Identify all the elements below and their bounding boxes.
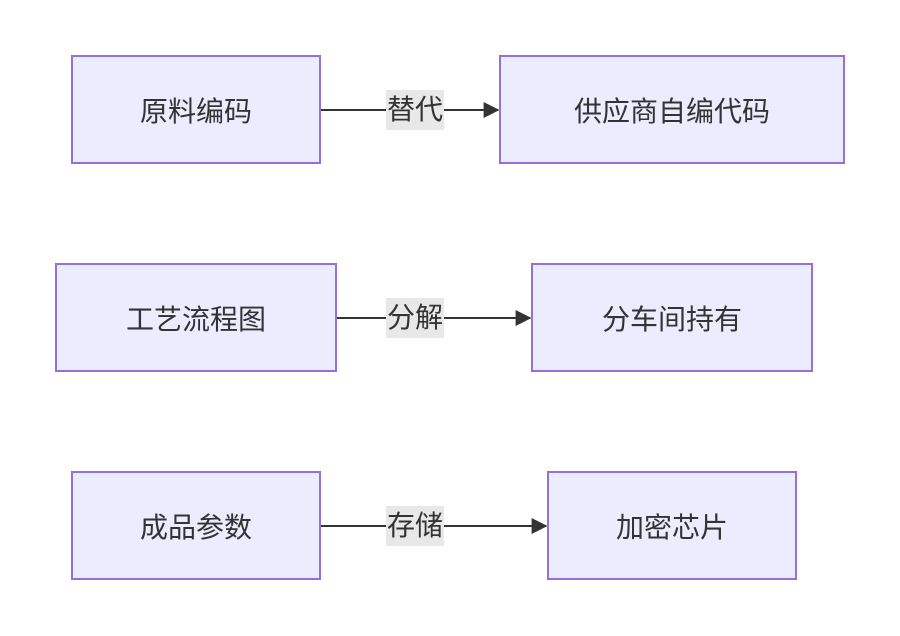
source-node-2: 工艺流程图	[55, 263, 337, 372]
target-node-2: 分车间持有	[531, 263, 813, 372]
target-node-3: 加密芯片	[547, 471, 797, 580]
edge-label-1: 替代	[386, 90, 445, 130]
edge-label-2: 分解	[386, 298, 445, 338]
edge-label-3: 存储	[386, 506, 445, 546]
target-node-1: 供应商自编代码	[499, 55, 845, 164]
source-node-3: 成品参数	[71, 471, 321, 580]
source-node-1: 原料编码	[71, 55, 321, 164]
